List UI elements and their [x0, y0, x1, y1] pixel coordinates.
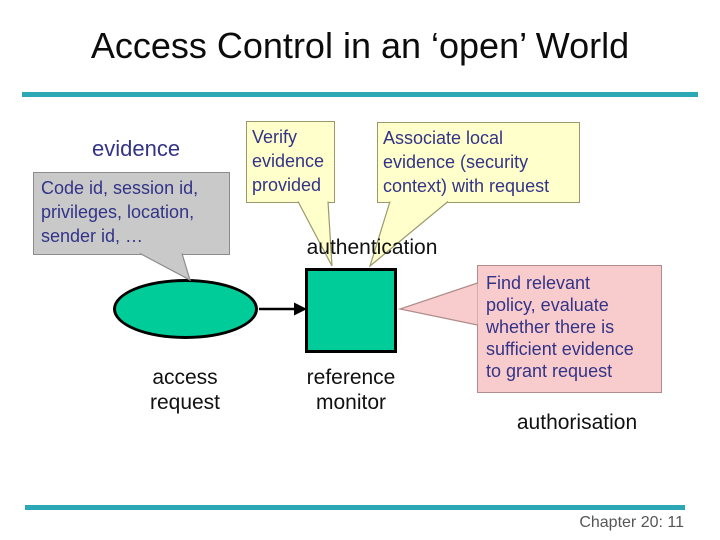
verify-evidence-callout: Verify evidence provided — [246, 121, 335, 203]
associate-evidence-callout: Associate local evidence (security conte… — [377, 122, 580, 203]
page-title: Access Control in an ‘open’ World — [90, 25, 630, 66]
access-request-label: access request — [149, 366, 221, 414]
footer-page-label: Chapter 20: 11 — [579, 514, 684, 531]
evidence-note-callout: Code id, session id, privileges, locatio… — [33, 172, 230, 255]
reference-monitor-label: reference monitor — [306, 366, 396, 414]
authorisation-label: authorisation — [516, 411, 638, 434]
policy-callout-tail — [397, 282, 478, 326]
policy-evaluation-callout: Find relevant policy, evaluate whether t… — [477, 265, 662, 393]
title-divider — [22, 92, 698, 97]
access-request-ellipse — [113, 279, 258, 339]
flow-arrow — [259, 302, 307, 316]
evidence-label: evidence — [92, 136, 181, 161]
evidence-note-tail — [139, 252, 191, 282]
authentication-label: authentication — [306, 236, 438, 259]
footer-divider — [25, 505, 685, 510]
reference-monitor-box — [305, 268, 397, 353]
